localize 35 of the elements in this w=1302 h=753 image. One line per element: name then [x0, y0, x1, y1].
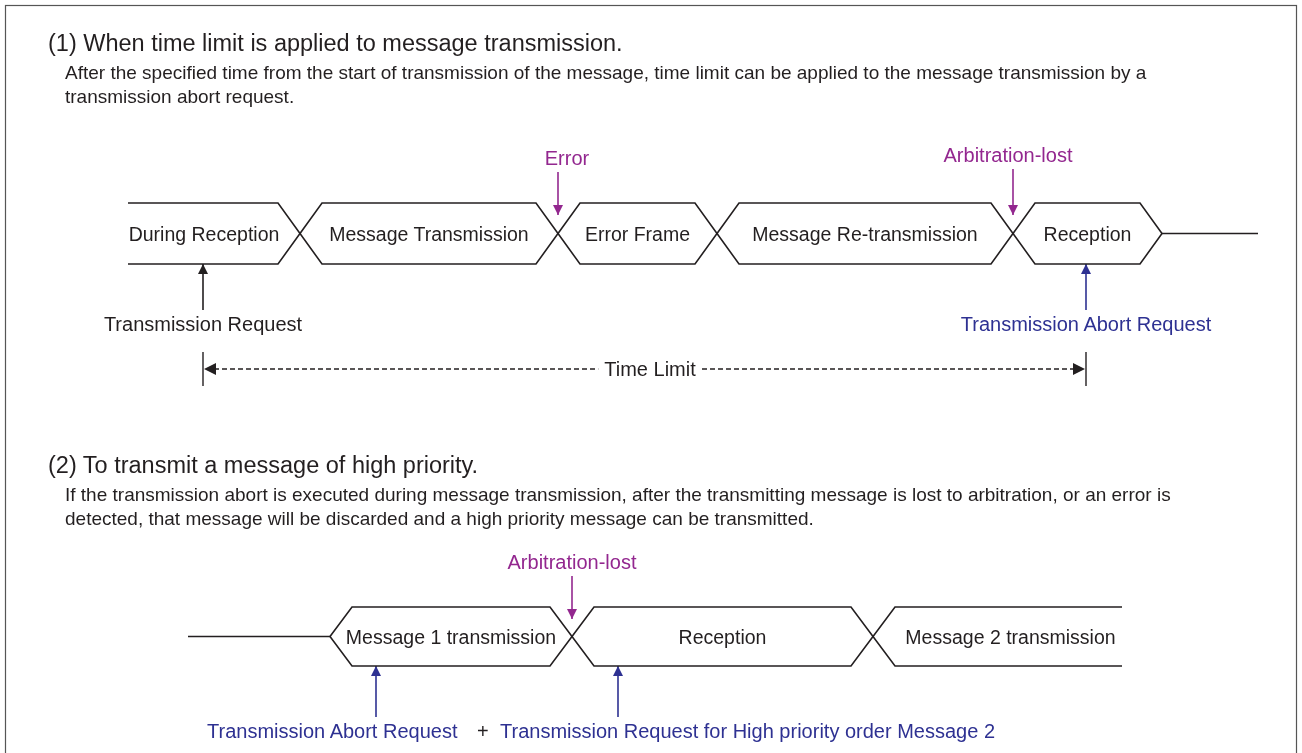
segment-label: Reception	[1042, 222, 1133, 245]
arrow	[613, 665, 623, 718]
annotation-text: Arbitration-lost	[507, 550, 637, 574]
segment-label: Message Transmission	[328, 222, 530, 245]
signal-segment	[300, 203, 558, 264]
segment-label: During Reception	[128, 222, 280, 245]
signal-segment	[572, 607, 873, 666]
arrow	[371, 665, 381, 718]
signal-segment	[1013, 203, 1162, 264]
annotation-text: Transmission Abort Request	[207, 719, 458, 743]
heading: (2) To transmit a message of high priority.	[48, 453, 479, 477]
plus-sign: +	[477, 719, 489, 743]
segment-label: Reception	[677, 625, 768, 648]
annotation-text: Transmission Request for High priority order Message 2	[500, 719, 995, 743]
description: After the specified time from the start of transmission of the message, time limit can be applied to the message transmission by a transmission abort request.	[65, 61, 1148, 109]
segment-label: Message Re-transmission	[751, 222, 979, 245]
arrow	[567, 575, 577, 620]
arrow	[1081, 263, 1091, 311]
segment-label: Error Frame	[583, 222, 692, 245]
signal-segment	[330, 607, 572, 666]
annotation-text: Error	[544, 146, 590, 170]
annotation-text: Arbitration-lost	[943, 143, 1073, 167]
annotation-text: Transmission Abort Request	[960, 312, 1212, 336]
signal-segment	[873, 607, 1122, 666]
signal-segment	[558, 203, 717, 264]
signal-segment	[128, 203, 300, 264]
description: If the transmission abort is executed during message transmission, after the transmitting message is lost to arbitration, or an error is detected, that message will be discarded and a high priority message can be transmitted.	[65, 483, 1172, 531]
heading: (1) When time limit is applied to message transmission.	[48, 31, 623, 55]
signal-segment	[717, 203, 1013, 264]
arrow	[1008, 168, 1018, 216]
arrow	[198, 263, 208, 311]
arrow	[553, 171, 563, 216]
segment-label: Message 1 transmission	[344, 625, 558, 648]
annotation-text: Transmission Request	[103, 312, 303, 336]
segment-label: Message 2 transmission	[904, 625, 1117, 648]
